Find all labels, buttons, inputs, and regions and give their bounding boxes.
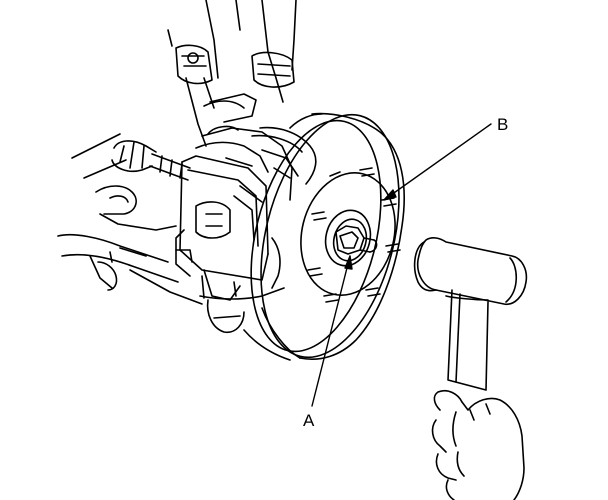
callout-label-b: B xyxy=(497,115,509,134)
hand xyxy=(431,389,525,500)
steering-knuckle xyxy=(57,133,203,305)
leader-line-b xyxy=(383,123,492,201)
arrowhead-a xyxy=(344,255,353,270)
leader-line-a xyxy=(311,255,351,407)
hub-spindle-nut xyxy=(335,225,378,255)
brake-caliper xyxy=(175,125,299,334)
plastic-hammer xyxy=(413,237,528,391)
strut-assembly xyxy=(167,0,297,147)
callout-label-a: A xyxy=(303,411,315,430)
leader-lines xyxy=(311,123,492,407)
wheel-hub xyxy=(307,167,401,303)
arrowhead-b xyxy=(383,189,397,201)
